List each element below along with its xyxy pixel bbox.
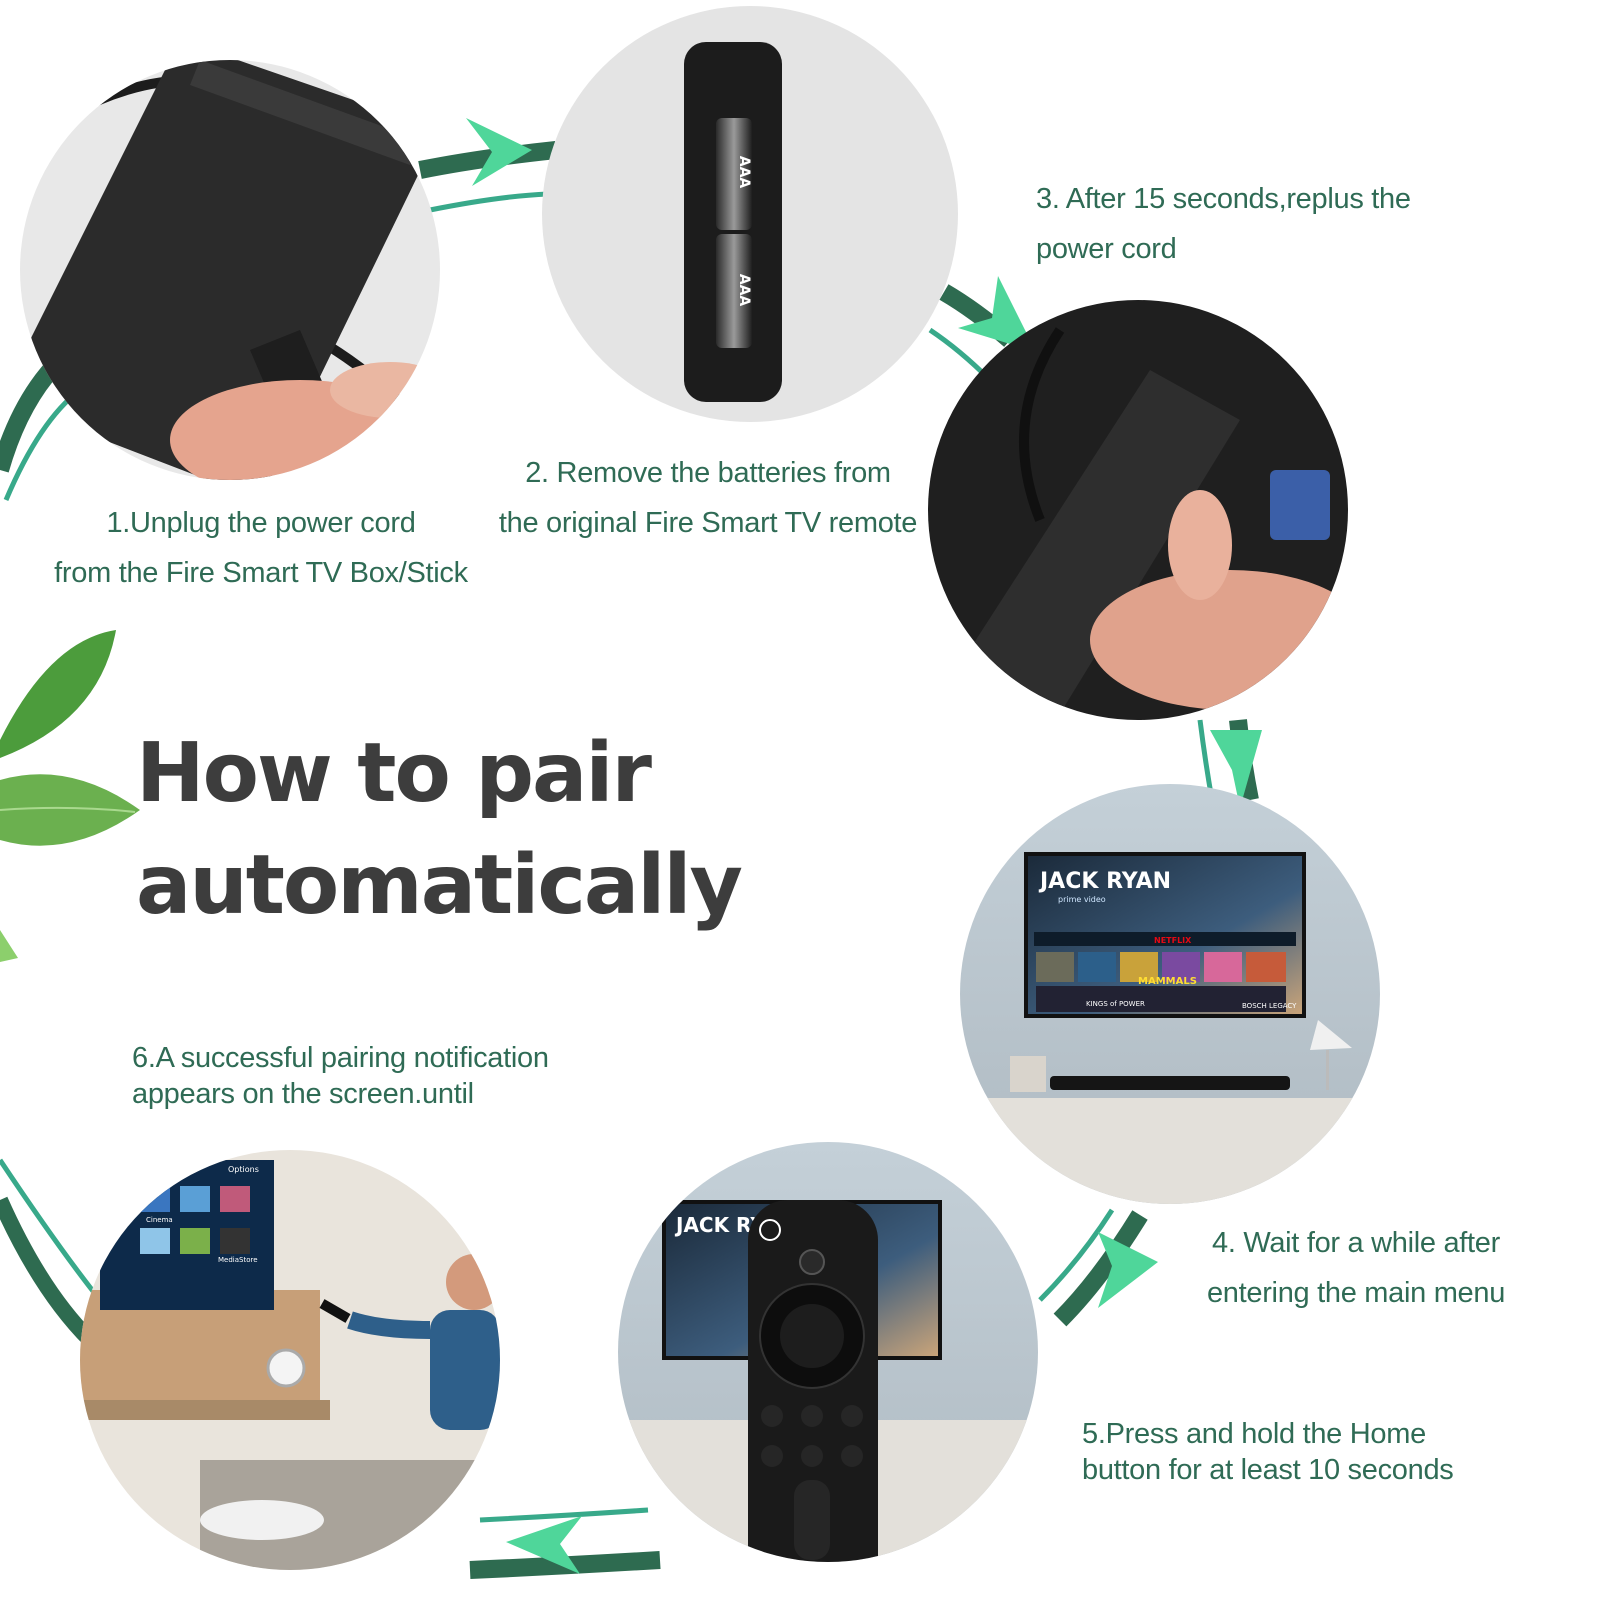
step-4-line-2: entering the main menu (1206, 1277, 1506, 1309)
tv-service-label: prime video (1058, 895, 1106, 904)
tile-mammals: MAMMALS (1138, 976, 1197, 987)
step-3-line-1: 3. After 15 seconds,replus the (1036, 183, 1411, 215)
tv-show-title: JACK RYAN (1038, 869, 1171, 894)
step-4-caption: 4. Wait for a while after entering the m… (1176, 1218, 1536, 1318)
arrow-icon (1098, 1232, 1158, 1308)
step-2-line-2: the original Fire Smart TV remote (498, 507, 918, 539)
tile-kings: KINGS of POWER (1086, 1000, 1145, 1008)
step-5-line-2: button for at least 10 seconds (1082, 1454, 1454, 1486)
tile-options: Options (228, 1165, 259, 1174)
title-line-2: automatically (136, 838, 743, 933)
power-icon (759, 1219, 781, 1241)
step-6-line-1: 6.A successful pairing notification (132, 1042, 549, 1074)
app-netflix: NETFLIX (1154, 936, 1192, 945)
step-1-line-2: from the Fire Smart TV Box/Stick (54, 557, 468, 589)
mic-icon (799, 1249, 825, 1275)
leaf-icon (0, 630, 116, 758)
step-3-line-2: power cord (1036, 233, 1177, 265)
home-icon (801, 1405, 823, 1427)
photo-main-menu: JACK RYAN prime video NETFLIX MAMMALS BO… (960, 784, 1380, 1204)
page-title: How to pair automatically (136, 718, 743, 942)
arrow-icon (958, 276, 1036, 352)
step-1-line-1: 1.Unplug the power cord (106, 507, 416, 539)
arrow-icon (466, 118, 532, 186)
arrows (466, 118, 1262, 1574)
step-6-caption: 6.A successful pairing notification appe… (132, 1040, 549, 1112)
battery-label-1: AAA (736, 156, 752, 189)
tile-mediastore: MediaStore (218, 1256, 258, 1264)
photo-remove-batteries: AAA AAA (542, 6, 958, 422)
step-5-line-1: 5.Press and hold the Home (1082, 1418, 1426, 1450)
photo-press-home: JACK RYA (618, 1142, 1038, 1562)
leaf-icon (0, 930, 18, 962)
leaf-icon (0, 774, 140, 846)
step-2-caption: 2. Remove the batteries from the origina… (488, 448, 928, 548)
arrow-icon (1210, 730, 1262, 808)
photo-replug-power-cord (928, 300, 1348, 720)
photo-unplug-power-cord (20, 60, 440, 480)
step-1-caption: 1.Unplug the power cord from the Fire Sm… (46, 498, 476, 598)
title-line-1: How to pair (136, 726, 652, 821)
step-5-caption: 5.Press and hold the Home button for at … (1082, 1416, 1454, 1488)
battery-label-2: AAA (736, 274, 752, 307)
back-icon (761, 1405, 783, 1427)
step-4-line-1: 4. Wait for a while after (1212, 1227, 1500, 1259)
step-3-caption: 3. After 15 seconds,replus the power cor… (1036, 174, 1411, 274)
photo-success-notification: Cinema MediaStore Options (80, 1150, 500, 1570)
step-6-line-2: appears on the screen.until (132, 1078, 474, 1110)
step-2-line-1: 2. Remove the batteries from (525, 457, 891, 489)
arrow-icon (506, 1516, 582, 1574)
leaf-decoration (0, 630, 140, 962)
menu-icon (841, 1405, 863, 1427)
tile-bosch: BOSCH LEGACY (1242, 1002, 1297, 1010)
tile-cinema: Cinema (146, 1216, 173, 1224)
